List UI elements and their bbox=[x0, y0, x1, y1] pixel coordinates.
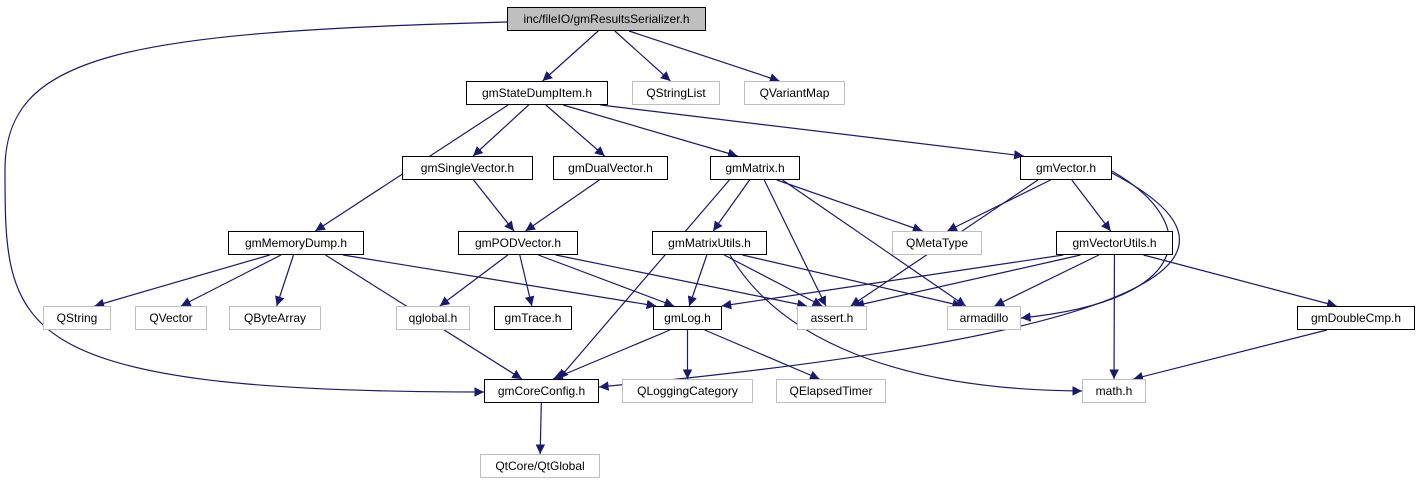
node-qtcore-qtglobal[interactable]: QtCore/QtGlobal bbox=[480, 454, 600, 478]
node-dual-vector[interactable]: gmDualVector.h bbox=[553, 156, 668, 180]
edge-podvec-to-gmlog bbox=[538, 254, 675, 308]
node-double-cmp[interactable]: gmDoubleCmp.h bbox=[1297, 306, 1415, 330]
node-results-serializer[interactable]: inc/fileIO/gmResultsSerializer.h bbox=[507, 7, 706, 31]
node-qstring[interactable]: QString bbox=[43, 306, 111, 330]
edge-results-to-qvariantmap bbox=[628, 30, 780, 83]
edge-matutils-to-math bbox=[729, 254, 1083, 396]
node-qvector[interactable]: QVector bbox=[135, 306, 207, 330]
edge-statedump-to-matrix bbox=[562, 104, 738, 158]
edge-podvec-to-qglobal bbox=[439, 254, 509, 307]
edge-results-to-statedump bbox=[542, 30, 599, 82]
edge-statedump-to-singlevec bbox=[472, 104, 530, 157]
node-qglobal[interactable]: qglobal.h bbox=[396, 306, 470, 330]
node-log[interactable]: gmLog.h bbox=[653, 306, 722, 330]
edge-vector-to-qmetatype bbox=[947, 179, 1051, 232]
edge-memdump-to-gmlog bbox=[342, 254, 657, 310]
node-qbytearray[interactable]: QByteArray bbox=[229, 306, 321, 330]
edge-memdump-to-qbytearray bbox=[275, 254, 295, 307]
node-vector[interactable]: gmVector.h bbox=[1020, 156, 1112, 180]
node-trace[interactable]: gmTrace.h bbox=[494, 306, 572, 330]
node-qstringlist[interactable]: QStringList bbox=[632, 81, 720, 105]
node-assert[interactable]: assert.h bbox=[797, 306, 867, 330]
edge-matutils-to-assert bbox=[723, 254, 823, 307]
node-single-vector[interactable]: gmSingleVector.h bbox=[402, 156, 533, 180]
node-qelapsedtimer[interactable]: QElapsedTimer bbox=[776, 379, 886, 403]
edge-matrix-to-armadillo bbox=[782, 179, 967, 307]
edge-results-to-qstringlist bbox=[614, 30, 671, 82]
edge-matrix-to-qmetatype bbox=[776, 179, 923, 233]
node-qvariantmap[interactable]: QVariantMap bbox=[744, 81, 845, 105]
edge-gmlog-to-qelapsed bbox=[704, 329, 820, 380]
edge-vector-to-vecutils bbox=[1071, 179, 1112, 232]
node-memory-dump[interactable]: gmMemoryDump.h bbox=[228, 231, 364, 255]
edge-vector-to-coreconfig bbox=[598, 171, 1180, 391]
node-state-dump-item[interactable]: gmStateDumpItem.h bbox=[466, 81, 608, 105]
edge-dblcmp-to-math bbox=[1133, 329, 1328, 382]
node-vector-utils[interactable]: gmVectorUtils.h bbox=[1056, 231, 1173, 255]
edge-matrix-to-coreconfig bbox=[558, 179, 730, 380]
edge-podvec-to-gmtrace bbox=[519, 254, 535, 307]
edge-vecutils-to-armadillo bbox=[994, 254, 1100, 307]
node-pod-vector[interactable]: gmPODVector.h bbox=[458, 231, 578, 255]
edge-matutils-to-armadillo bbox=[742, 254, 963, 309]
edge-memdump-to-qvector bbox=[180, 254, 282, 307]
edge-statedump-to-dualvec bbox=[545, 104, 606, 157]
edge-coreconfig-to-qtglobal bbox=[535, 402, 546, 455]
edge-matrix-to-assert bbox=[763, 179, 827, 307]
edge-statedump-to-vector bbox=[600, 104, 1024, 160]
edge-gmlog-to-coreconfig bbox=[552, 329, 671, 380]
node-core-config[interactable]: gmCoreConfig.h bbox=[484, 379, 599, 403]
edge-memdump-to-qstring bbox=[94, 254, 270, 308]
node-matrix-utils[interactable]: gmMatrixUtils.h bbox=[652, 231, 767, 255]
node-armadillo[interactable]: armadillo bbox=[947, 306, 1021, 330]
edge-podvec-to-assert bbox=[555, 254, 807, 309]
edge-singlevec-to-podvec bbox=[473, 179, 515, 232]
edge-vecutils-to-assert bbox=[854, 254, 1081, 309]
edge-results-to-coreconfig bbox=[4, 21, 508, 397]
edge-dualvec-to-podvec bbox=[525, 179, 600, 232]
edge-vecutils-to-dblcmp bbox=[1143, 254, 1337, 309]
node-math[interactable]: math.h bbox=[1082, 379, 1146, 403]
edge-matrix-to-matutils bbox=[712, 179, 751, 232]
node-matrix[interactable]: gmMatrix.h bbox=[710, 156, 800, 180]
edge-vector-to-armadillo bbox=[1020, 169, 1170, 322]
edge-vecutils-to-gmlog bbox=[721, 254, 1064, 310]
node-qmetatype[interactable]: QMetaType bbox=[892, 231, 982, 255]
node-qloggingcategory[interactable]: QLoggingCategory bbox=[622, 379, 753, 403]
edge-matutils-to-gmlog bbox=[687, 254, 708, 307]
